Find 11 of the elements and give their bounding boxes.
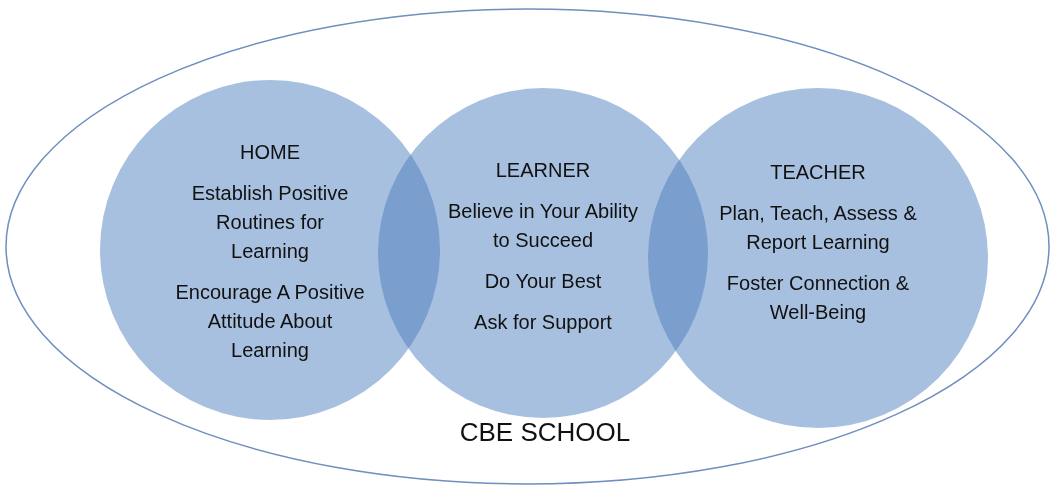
ellipse-label: CBE SCHOOL xyxy=(458,416,632,448)
circle-text: Do Your Best xyxy=(483,269,603,294)
circle-heading: HOME xyxy=(239,140,301,165)
circle-text: Plan, Teach, Assess & Report Learning xyxy=(718,201,918,255)
circle-text: Believe in Your Ability to Succeed xyxy=(446,199,640,253)
circle-text: Encourage A Positive Attitude About Learning xyxy=(175,280,365,363)
circle-text: Establish Positive Routines for Learning xyxy=(190,181,350,264)
circle-heading: LEARNER xyxy=(494,158,592,183)
circle-text: Ask for Support xyxy=(473,310,613,335)
circle-text: Foster Connection & Well-Being xyxy=(725,271,911,325)
circle-heading: TEACHER xyxy=(769,160,867,185)
